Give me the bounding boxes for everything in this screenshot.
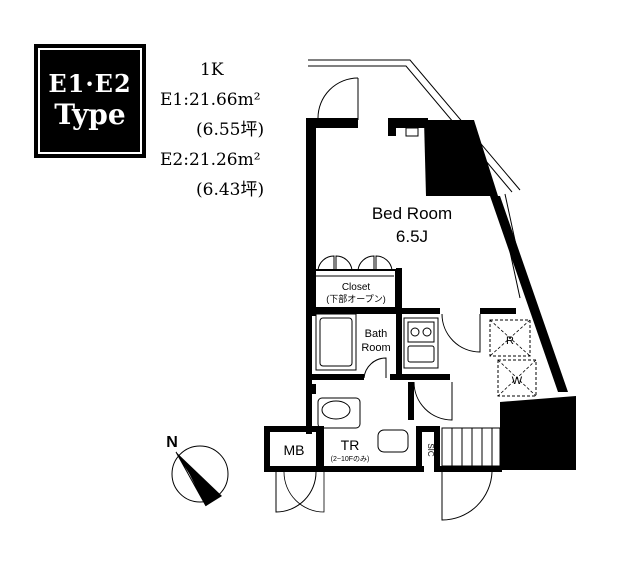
washer-label: W [512,375,523,387]
e2-area: E2:21.26m² [160,150,261,170]
kitchen [403,317,439,369]
interior-walls [306,268,516,420]
bedroom-size: 6.5J [396,227,428,246]
bathroom: Bath Room [315,313,391,379]
sic-label: SIC [426,443,435,457]
refrigerator-label: R [506,335,514,347]
washer-space: W [497,359,537,397]
kitchen-door [441,313,481,353]
bedroom-label: Bed Room [372,204,452,223]
ventilation-mark [405,127,419,137]
closet: Closet (下部オープン) [313,255,397,309]
e2-tsubo: (6.43坪) [196,180,265,200]
compass-arrow-icon [176,452,222,506]
north-compass: N [166,434,229,507]
mb-label: MB [284,442,305,458]
outer-walls [306,118,576,470]
refrigerator-space: R [489,319,531,357]
toilet-area [317,381,453,453]
balcony-door [317,77,359,120]
tr-note: (2~10Fのみ) [331,455,370,463]
bath-label-1: Bath [365,328,388,340]
ventilation-mark [388,128,396,136]
tr-label: TR [341,437,360,453]
entrance-doors [275,471,493,521]
compass-north-label: N [166,434,178,451]
unit-type-word: Type [54,98,126,131]
bath-label-2: Room [361,342,390,354]
balcony-structure [424,120,498,196]
entry-step [441,427,501,467]
entrance-walls [264,426,502,472]
layout-type: 1K [200,60,224,80]
e1-area: E1:21.66m² [160,90,261,110]
e1-tsubo: (6.55坪) [196,120,265,140]
unit-type-codes: E1·E2 [48,69,132,98]
unit-type-badge: E1·E2 Type [34,44,146,158]
closet-label: Closet [342,282,371,293]
closet-note: (下部オープン) [326,293,385,304]
